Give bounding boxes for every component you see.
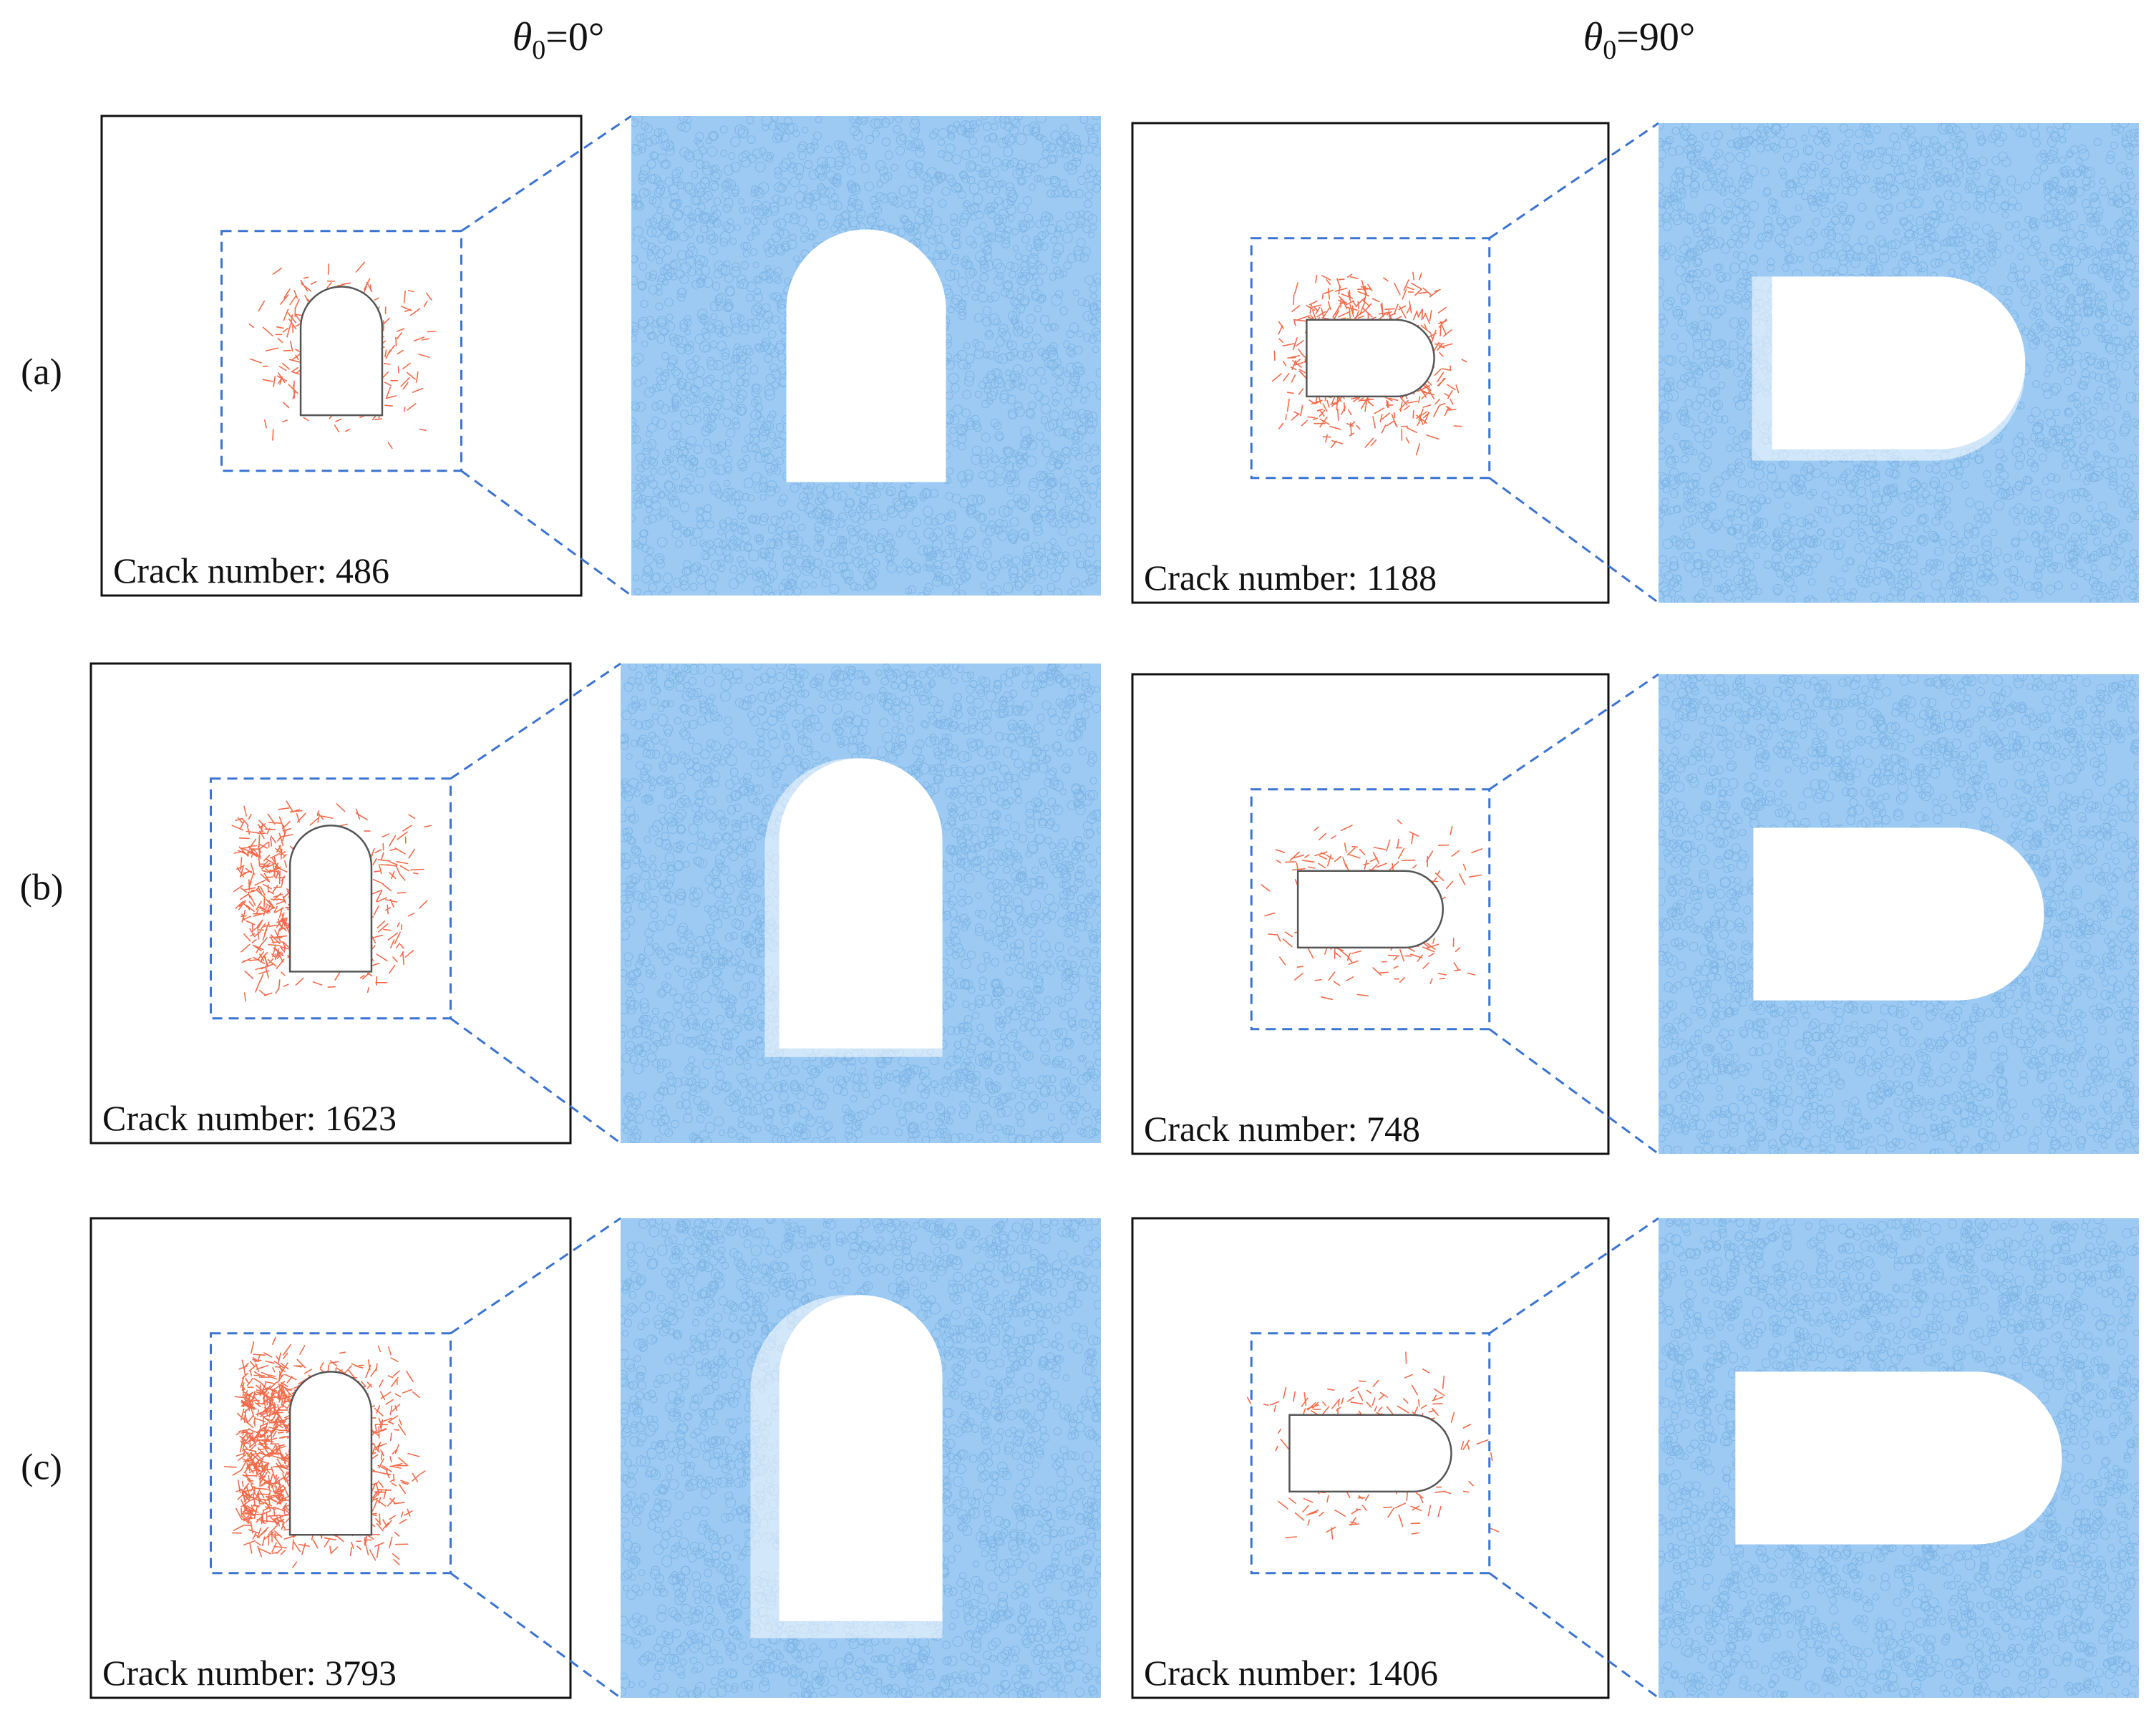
panel-c-theta0: Crack number: 3793 xyxy=(89,1217,1102,1704)
column-header-theta-90: θ0=90° xyxy=(1583,14,1696,66)
crack-number-label: Crack number: 1623 xyxy=(102,1098,397,1138)
tunnel-opening xyxy=(1753,827,2044,1000)
theta-value: =0° xyxy=(545,15,604,59)
tunnel-opening xyxy=(1735,1371,2062,1544)
crack-number-label: Crack number: 1406 xyxy=(1144,1653,1438,1693)
tunnel-outline xyxy=(290,1371,372,1535)
tunnel-outline xyxy=(1289,1415,1451,1492)
row-label-c: (c) xyxy=(21,1447,62,1489)
row-label-a: (a) xyxy=(21,351,62,394)
panel-a-theta0: Crack number: 486 xyxy=(100,115,1102,601)
row-label-b: (b) xyxy=(20,867,64,909)
particle-view xyxy=(627,112,1106,599)
panel-c-theta90: Crack number: 1406 xyxy=(1131,1217,2140,1704)
particle-view xyxy=(1655,1214,2143,1702)
tunnel-opening xyxy=(779,1295,942,1621)
crack-number-label: Crack number: 3793 xyxy=(102,1653,397,1693)
theta-subscript: 0 xyxy=(532,35,545,65)
column-header-theta-0: θ0=0° xyxy=(513,14,605,66)
tunnel-opening xyxy=(1772,276,2026,449)
theta-value: =90° xyxy=(1616,15,1695,59)
crack-number-label: Crack number: 1188 xyxy=(1144,558,1437,598)
particle-view xyxy=(1654,670,2142,1157)
panel-b-theta0: Crack number: 1623 xyxy=(89,662,1102,1149)
theta-symbol: θ xyxy=(1583,15,1603,59)
tunnel-opening xyxy=(786,229,946,482)
panel-a-theta90: Crack number: 1188 xyxy=(1131,122,2140,608)
tunnel-outline xyxy=(1298,871,1443,948)
theta-symbol: θ xyxy=(513,15,533,59)
crack-number-label: Crack number: 486 xyxy=(113,550,389,591)
tunnel-opening xyxy=(779,758,942,1048)
panel-b-theta90: Crack number: 748 xyxy=(1131,673,2140,1160)
particle-view xyxy=(1654,119,2144,608)
tunnel-outline xyxy=(301,287,382,416)
tunnel-outline xyxy=(1306,320,1434,397)
crack-number-label: Crack number: 748 xyxy=(1144,1109,1420,1149)
particle-view xyxy=(616,1213,1106,1702)
particle-view xyxy=(617,659,1105,1147)
theta-subscript: 0 xyxy=(1603,35,1616,65)
tunnel-outline xyxy=(290,825,372,971)
